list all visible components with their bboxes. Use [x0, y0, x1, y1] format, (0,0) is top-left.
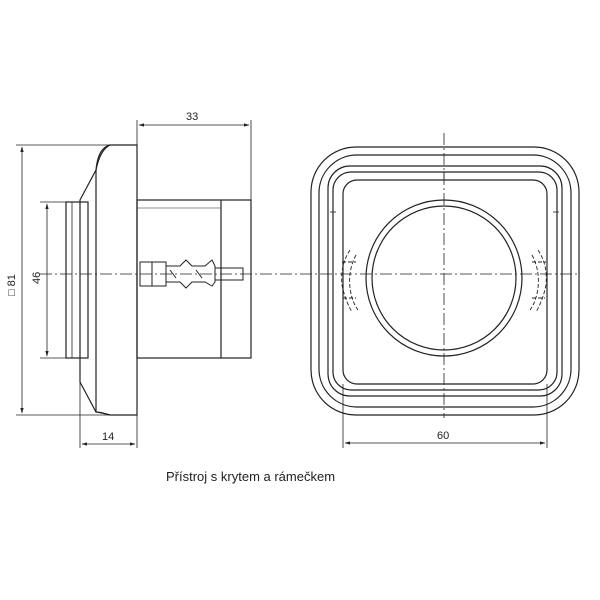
dimensions: [16, 120, 548, 448]
frame-outer: [310, 146, 580, 416]
dim-front-depth-label: 14: [102, 431, 114, 443]
cover-outer: [327, 165, 563, 397]
center-lines: [40, 133, 580, 418]
dim-height-label: □81: [6, 274, 18, 296]
drawing-caption: Přístroj s krytem a rámečkem: [166, 469, 336, 484]
side-view: [65, 144, 252, 416]
frame-inner: [318, 154, 572, 408]
dim-inner-height-label: 46: [31, 272, 43, 284]
front-view: [310, 146, 580, 416]
knob-inner-circle: [371, 205, 517, 351]
cover-inner: [342, 179, 548, 385]
fixing-clip-right: [529, 249, 547, 313]
side-frame-inner-line: [95, 144, 111, 416]
dim-frame-width-label: 60: [437, 430, 449, 442]
cover-middle: [332, 171, 558, 391]
fixing-clip-left: [341, 249, 359, 313]
square-symbol: □: [6, 289, 18, 296]
dim-depth-label: 33: [186, 111, 198, 123]
side-front-block: [65, 201, 89, 359]
knob-outer-circle: [365, 199, 523, 357]
side-device-body: [136, 199, 252, 359]
